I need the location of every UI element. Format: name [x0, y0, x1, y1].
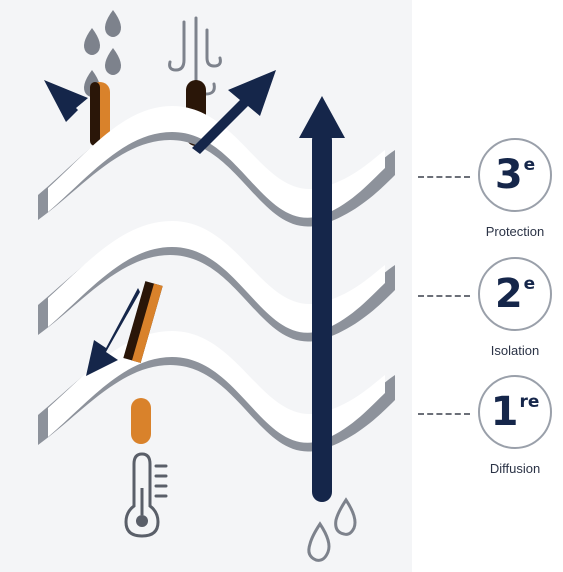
connector-line: [418, 295, 470, 297]
fabric-layer-1: [38, 331, 395, 452]
fabric-layer-2: [38, 221, 395, 342]
layer-number: 3: [495, 155, 523, 195]
connector-line: [418, 413, 470, 415]
fabric-layers-illustration: [0, 0, 412, 572]
layer-label-diffusion: Diffusion: [460, 461, 563, 476]
layer-number: 1: [491, 392, 519, 432]
layer-ordinal: re: [519, 394, 539, 411]
layer-number: 2: [495, 274, 523, 314]
thermometer-icon: [126, 454, 166, 536]
layer-ordinal: e: [524, 157, 536, 174]
water-drops-icon: [309, 500, 355, 560]
connector-line: [418, 176, 470, 178]
heat-column: [131, 398, 151, 444]
layer-label-isolation: Isolation: [460, 343, 563, 358]
layer-ordinal: e: [524, 276, 536, 293]
layer-label-protection: Protection: [460, 224, 563, 239]
